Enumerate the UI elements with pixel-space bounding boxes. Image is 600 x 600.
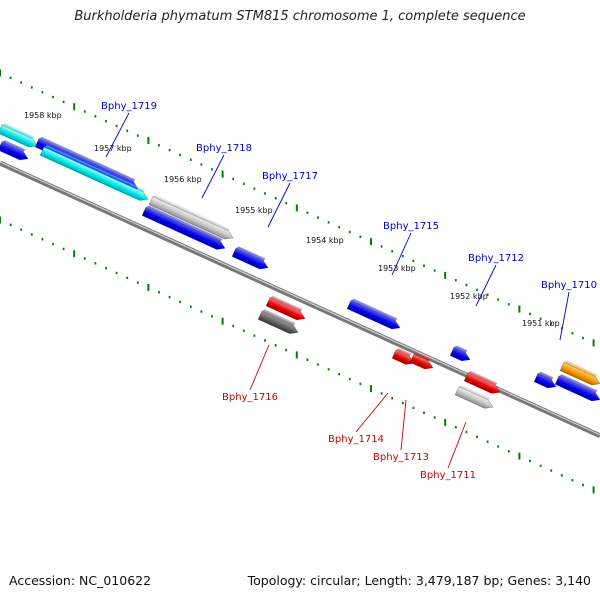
leader-line	[391, 232, 412, 276]
backbone-highlight	[0, 161, 600, 436]
gene-arrow	[409, 352, 434, 370]
gene-label: Bphy_1710	[541, 280, 597, 291]
topology-summary: Topology: circular; Length: 3,479,187 bp…	[247, 573, 591, 588]
gene-label: Bphy_1714	[328, 434, 384, 445]
gene-arrow	[0, 140, 29, 161]
leader-line	[475, 264, 497, 307]
gene-label: Bphy_1717	[262, 171, 318, 182]
kbp-label: 1958 kbp	[24, 111, 62, 120]
gene-arrow	[141, 205, 226, 250]
leader-line	[400, 399, 407, 451]
kbp-label: 1956 kbp	[164, 175, 202, 184]
kbp-label: 1955 kbp	[235, 206, 273, 215]
gene-arrow	[533, 371, 557, 389]
leader-line	[105, 112, 130, 158]
gene-arrow	[346, 298, 401, 330]
gene-arrow	[463, 370, 501, 394]
gene-arrow	[265, 295, 306, 321]
gene-arrow	[148, 194, 234, 240]
leader-line	[201, 154, 225, 199]
kbp-label: 1957 kbp	[94, 144, 132, 153]
leader-line	[249, 344, 270, 391]
leader-line	[559, 291, 570, 341]
gene-arrow	[554, 374, 600, 402]
leader-line	[355, 392, 389, 433]
gene-label: Bphy_1711	[420, 470, 476, 481]
accession-text: Accession: NC_010622	[9, 573, 152, 588]
kbp-label: 1951 kbp	[522, 319, 560, 328]
kbp-label: 1952 kbp	[450, 292, 488, 301]
tick-layer: 1958 kbp 1957 kbp 1956 kbp 1955 kbp 1954 kbp…	[0, 69, 595, 494]
gene-arrow	[449, 345, 471, 362]
kbp-label: 1953 kbp	[378, 264, 416, 273]
chromosome-backbone	[0, 160, 600, 439]
gene-layer	[0, 123, 600, 409]
gene-arrow	[231, 246, 269, 270]
gene-arrow	[559, 360, 600, 386]
gene-label: Bphy_1718	[196, 143, 252, 154]
leader-line	[447, 421, 467, 469]
map-title: Burkholderia phymatum STM815 chromosome …	[74, 9, 526, 24]
gene-arrow	[257, 309, 299, 334]
gene-arrow	[391, 348, 415, 365]
kbp-label: 1954 kbp	[306, 236, 344, 245]
backbone-layer	[0, 160, 600, 439]
gene-label: Bphy_1719	[101, 101, 157, 112]
gene-arrow	[454, 384, 494, 409]
gene-arrow	[39, 145, 149, 201]
gene-label: Bphy_1715	[383, 221, 439, 232]
label-layer: Bphy_1719Bphy_1718Bphy_1717Bphy_1715Bphy…	[101, 101, 597, 481]
gene-label: Bphy_1716	[222, 392, 278, 403]
leader-line	[267, 182, 291, 228]
gene-label: Bphy_1713	[373, 452, 429, 463]
gene-label: Bphy_1712	[468, 253, 524, 264]
gene-arrow	[0, 123, 38, 148]
